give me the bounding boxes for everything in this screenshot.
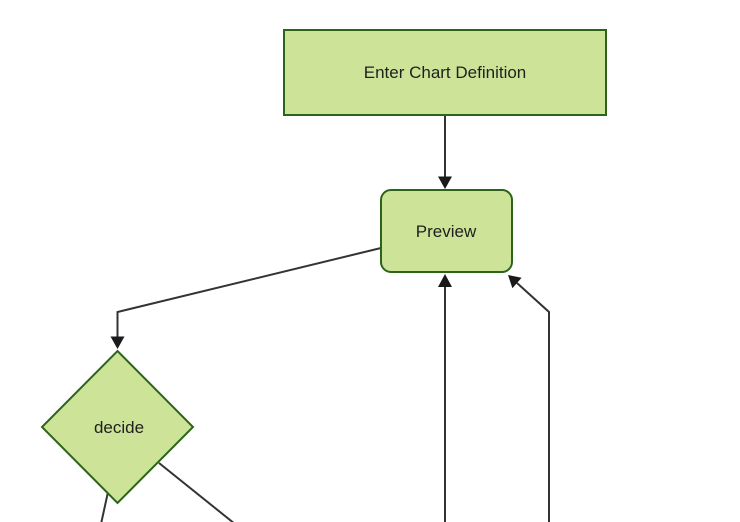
node-rounded-rect — [380, 189, 513, 273]
node-label: Enter Chart Definition — [364, 63, 527, 82]
node-label: Preview — [416, 222, 477, 241]
node-rect — [283, 29, 607, 116]
edge-offscreen-bottom-right-to-preview — [508, 275, 550, 522]
node-preview: Preview — [380, 189, 513, 273]
arrowhead-down-icon — [438, 176, 452, 189]
node-decide: decide — [40, 349, 195, 505]
node-label: decide — [94, 418, 144, 437]
edge-enter-chart-definition-to-preview — [438, 115, 452, 189]
edge-decide-to-offscreen-bottom-right — [158, 462, 235, 522]
edge-decide-to-offscreen-bottom-left — [100, 491, 109, 522]
node-enter-chart-definition: Enter Chart Definition — [283, 29, 607, 116]
edge-preview-to-decide — [110, 247, 382, 349]
edge-offscreen-bottom-to-preview — [438, 274, 452, 522]
arrowhead-up-left-icon — [508, 275, 522, 289]
edge-line — [116, 247, 382, 337]
edge-line — [516, 282, 550, 522]
edge-line — [100, 491, 109, 522]
arrowhead-up-icon — [438, 274, 452, 287]
edge-line — [158, 462, 235, 522]
arrowhead-down-icon — [110, 336, 125, 349]
node-diamond — [40, 349, 195, 505]
